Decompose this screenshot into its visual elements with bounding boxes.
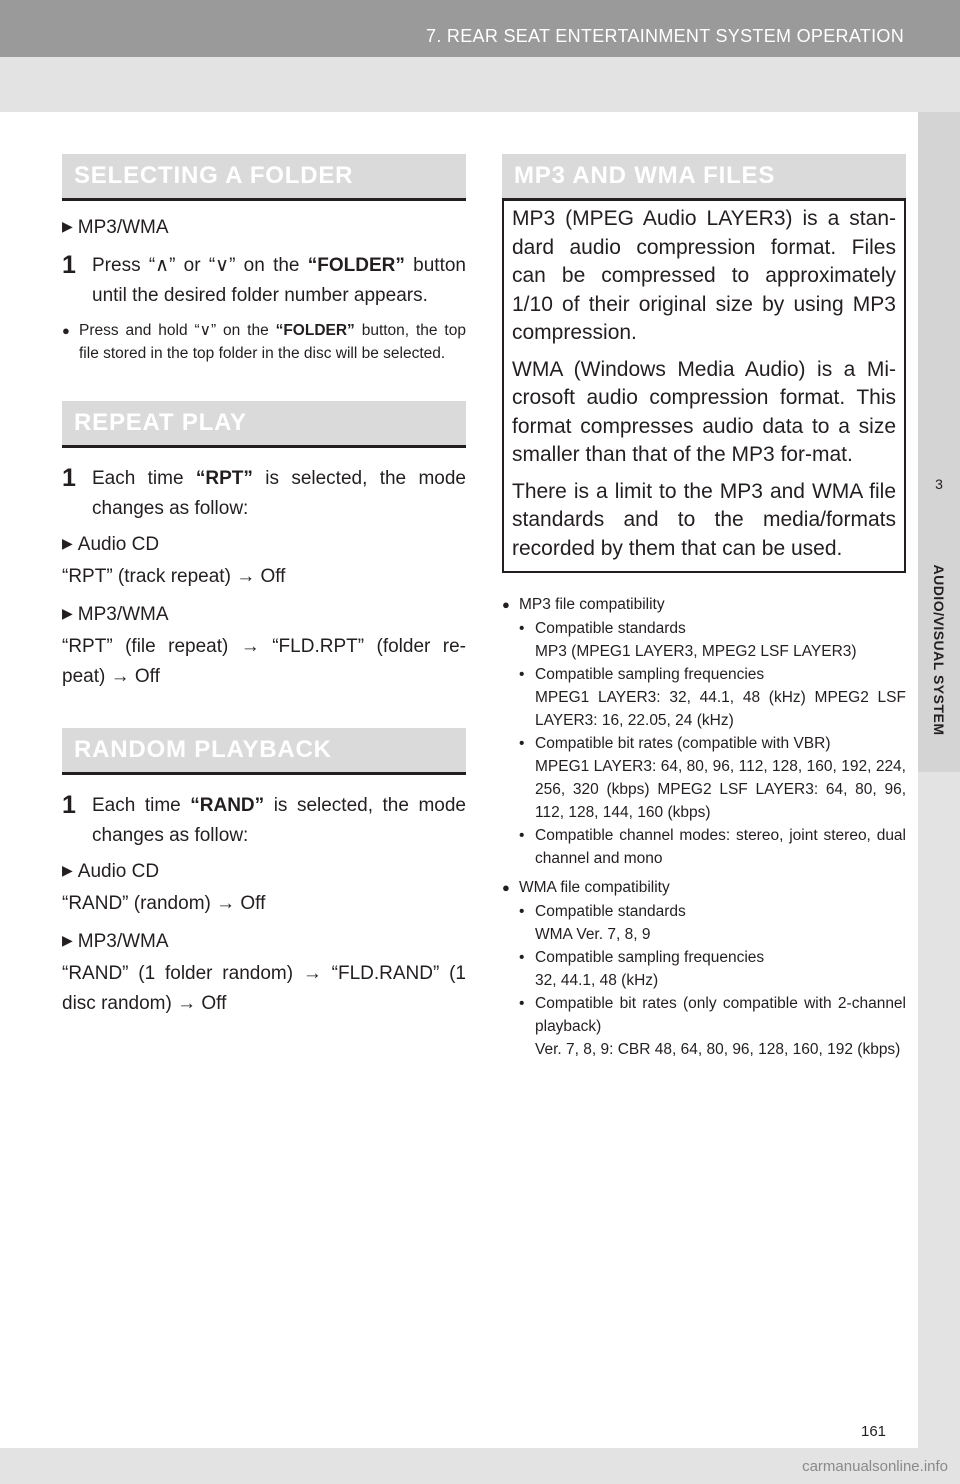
step-random: 1 Each time “RAND” is selected, the mode… xyxy=(62,791,466,851)
page-number: 161 xyxy=(861,1423,887,1440)
repeat-cd-modes: “RPT” (track repeat) → Off xyxy=(62,566,286,587)
list-item: Compatible bit rates (only compatible wi… xyxy=(519,992,906,1061)
left-column: SELECTING A FOLDER MP3/WMA 1 Press “∧” o… xyxy=(62,154,466,1019)
subheading-mp3-wma: MP3/WMA xyxy=(62,211,466,243)
step-number: 1 xyxy=(62,251,76,279)
section-heading-random: RANDOM PLAYBACK xyxy=(62,728,466,775)
step-number: 1 xyxy=(62,791,76,819)
step-repeat: 1 Each time “RPT” is selected, the mode … xyxy=(62,464,466,524)
subheading-audio-cd: Audio CD xyxy=(62,528,466,560)
section-heading-repeat: REPEAT PLAY xyxy=(62,401,466,448)
info-limits: There is a limit to the MP3 and WMA file… xyxy=(512,479,896,560)
info-mp3: MP3 (MPEG Audio LAYER3) is a stan-dard a… xyxy=(512,207,896,344)
watermark: carmanualsonline.info xyxy=(802,1458,948,1475)
step-text: Each time “RPT” is selected, the mode ch… xyxy=(92,468,467,519)
compatibility-list: ● MP3 file compatibility Compatible stand… xyxy=(502,593,906,1061)
section-heading-folder: SELECTING A FOLDER xyxy=(62,154,466,201)
right-column: MP3 AND WMA FILES MP3 (MPEG Audio LAYER3… xyxy=(502,154,906,1061)
step-text: Each time “RAND” is selected, the mode c… xyxy=(92,795,466,846)
step-folder: 1 Press “∧” or “∨” on the “FOLDER” butto… xyxy=(62,251,466,311)
list-item: Compatible channel modes: stereo, joint … xyxy=(519,824,906,870)
chapter-number: 3 xyxy=(935,476,943,492)
subheading-audio-cd: Audio CD xyxy=(62,855,466,887)
bullet-icon: ● xyxy=(502,880,510,895)
info-wma: WMA (Windows Media Audio) is a Mi-crosof… xyxy=(512,357,896,467)
subheading-mp3-wma: MP3/WMA xyxy=(62,598,466,630)
note-folder: ● Press and hold “∨” on the “FOLDER” but… xyxy=(62,319,466,365)
side-margin-top xyxy=(918,112,960,442)
wma-compat-title: WMA file compatibility xyxy=(519,879,670,896)
list-item: Compatible bit rates (compatible with VB… xyxy=(519,732,906,824)
chapter-side-tab xyxy=(918,442,960,772)
side-margin-bottom xyxy=(918,772,960,1484)
step-text: Press “∧” or “∨” on the “FOLDER” button … xyxy=(92,255,466,306)
info-box: MP3 (MPEG Audio LAYER3) is a stan-dard a… xyxy=(502,201,906,573)
random-mp3-modes: “RAND” (1 folder random) → “FLD.RAND” (1… xyxy=(62,963,466,1014)
chapter-title: 7. REAR SEAT ENTERTAINMENT SYSTEM OPERAT… xyxy=(426,26,904,46)
mp3-compat-title: MP3 file compatibility xyxy=(519,596,665,613)
bullet-icon: ● xyxy=(502,597,510,612)
repeat-mp3-modes: “RPT” (file repeat) → “FLD.RPT” (folder … xyxy=(62,636,466,687)
note-text: Press and hold “∨” on the “FOLDER” butto… xyxy=(79,322,466,362)
wma-compatibility: ● WMA file compatibility Compatible stand… xyxy=(502,876,906,1061)
section-heading-files: MP3 AND WMA FILES xyxy=(502,154,906,201)
random-cd-modes: “RAND” (random) → Off xyxy=(62,893,266,914)
step-number: 1 xyxy=(62,464,76,492)
header-strip xyxy=(0,0,960,57)
chapter-side-label: AUDIO/VISUAL SYSTEM xyxy=(931,564,947,736)
mp3-compatibility: ● MP3 file compatibility Compatible stand… xyxy=(502,593,906,870)
footer-band xyxy=(0,1448,960,1484)
subheading-mp3-wma: MP3/WMA xyxy=(62,925,466,957)
bullet-icon: ● xyxy=(62,323,70,338)
